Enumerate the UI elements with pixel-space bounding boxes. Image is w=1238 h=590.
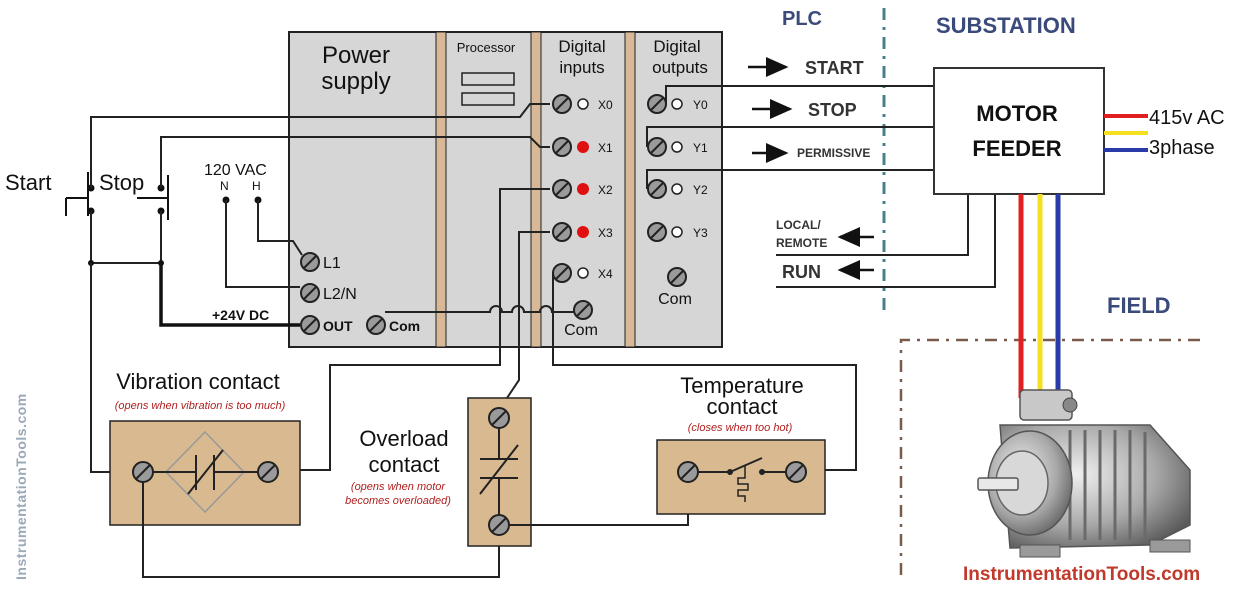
output-label-y3: Y3 [693, 226, 708, 240]
substation-label: SUBSTATION [936, 13, 1076, 38]
signal-run: RUN [782, 262, 821, 282]
field-label: FIELD [1107, 293, 1171, 318]
processor-slot [461, 72, 515, 86]
temperature-contact-note: (closes when too hot) [688, 422, 793, 434]
psu-terminals [300, 252, 386, 335]
input-terminal-x3 [552, 222, 589, 242]
supply-voltage-label: 415v AC [1149, 107, 1225, 129]
signal-stop: STOP [808, 100, 857, 120]
output-terminal-y2 [647, 179, 683, 199]
psu-label-out: OUT [323, 318, 353, 334]
vac-label: 120 VAC [204, 162, 267, 179]
field-boundary [899, 338, 1205, 575]
plc-section-label: PLC [782, 8, 822, 30]
input-label-x3: X3 [598, 226, 613, 240]
overload-contact-title-2: contact [369, 452, 440, 477]
overload-contact-note-2: becomes overloaded) [345, 495, 451, 507]
psu-label-l1: L1 [323, 255, 341, 272]
vac-n-label: N [220, 179, 229, 193]
start-button-label: Start [5, 170, 51, 195]
psu-terminal-l1 [300, 252, 320, 272]
output-label-y0: Y0 [693, 98, 708, 112]
stop-button-label: Stop [99, 170, 144, 195]
inputs-title-1: Digital [558, 37, 605, 56]
motor-feeder-label-2: FEEDER [972, 136, 1061, 161]
processor-title: Processor [457, 40, 516, 55]
outputs-title-2: outputs [652, 58, 708, 77]
output-label-com: Com [658, 291, 692, 308]
psu-terminal-com [366, 315, 386, 335]
stop-pushbutton [137, 175, 169, 220]
motor-image [977, 389, 1191, 558]
signal-local-remote-2: REMOTE [776, 236, 827, 250]
outputs-title-1: Digital [653, 37, 700, 56]
wire-stop-x1 [160, 136, 550, 188]
wire-run [776, 194, 996, 288]
side-watermark: InstrumentationTools.com [13, 393, 29, 580]
vibration-contact-note: (opens when vibration is too much) [115, 400, 286, 412]
wire-x2-vibration [278, 188, 550, 471]
wire-vibration-overload [142, 482, 500, 578]
input-label-com: Com [564, 322, 598, 339]
temperature-contact-title-1: Temperature [680, 373, 804, 398]
input-terminal-x1 [552, 137, 589, 157]
input-label-x2: X2 [598, 183, 613, 197]
input-label-x4: X4 [598, 267, 613, 281]
output-label-y2: Y2 [693, 183, 708, 197]
signal-permissive: PERMISSIVE [797, 146, 870, 160]
psu-terminal-l2n [300, 283, 320, 303]
temperature-contact-symbol [677, 457, 807, 502]
wire-h-l1 [257, 200, 303, 256]
motor-feeder-box [933, 67, 1105, 195]
wire-x4-temperature [552, 272, 857, 471]
wire-24vdc-out [159, 263, 300, 327]
input-label-x0: X0 [598, 98, 613, 112]
overload-contact-note-1: (opens when motor [351, 481, 446, 493]
supply-phase-label: 3phase [1149, 137, 1215, 159]
wire-button-common [90, 211, 162, 264]
vibration-contact-symbol [132, 430, 279, 514]
wire-local-remote [776, 194, 969, 256]
wire-x3-overload [498, 231, 550, 411]
input-terminal-x0 [552, 94, 589, 114]
input-terminal-com [573, 300, 593, 320]
signal-start: START [805, 58, 864, 78]
vac-h-label: H [252, 179, 261, 193]
dc-label: +24V DC [212, 307, 269, 323]
power-supply-title-2: supply [321, 68, 390, 95]
psu-terminal-out [300, 315, 320, 335]
wire-y0-feeder [665, 85, 934, 104]
input-label-x1: X1 [598, 141, 613, 155]
wire-n-l2n [225, 200, 300, 288]
wire-y2-feeder [646, 169, 934, 189]
output-terminal-y3 [647, 222, 683, 242]
wire-start-x0 [90, 103, 550, 188]
bottom-watermark: InstrumentationTools.com [963, 564, 1200, 585]
motor-feeder-label-1: MOTOR [976, 101, 1058, 126]
output-terminal-com [667, 267, 687, 287]
temperature-contact-title-2: contact [707, 394, 778, 419]
input-terminals [552, 94, 593, 320]
inputs-title-2: inputs [559, 58, 604, 77]
wire-y1-feeder [646, 126, 934, 147]
overload-contact-title-1: Overload [359, 426, 448, 451]
output-label-y1: Y1 [693, 141, 708, 155]
overload-contact-symbol [479, 407, 519, 536]
vibration-contact-title: Vibration contact [116, 369, 279, 394]
psu-label-com: Com [389, 318, 420, 334]
signal-local-remote-1: LOCAL/ [776, 218, 821, 232]
psu-label-l2n: L2/N [323, 286, 357, 303]
power-supply-title-1: Power [322, 42, 390, 69]
processor-slot [461, 92, 515, 106]
input-terminal-x2 [552, 179, 589, 199]
